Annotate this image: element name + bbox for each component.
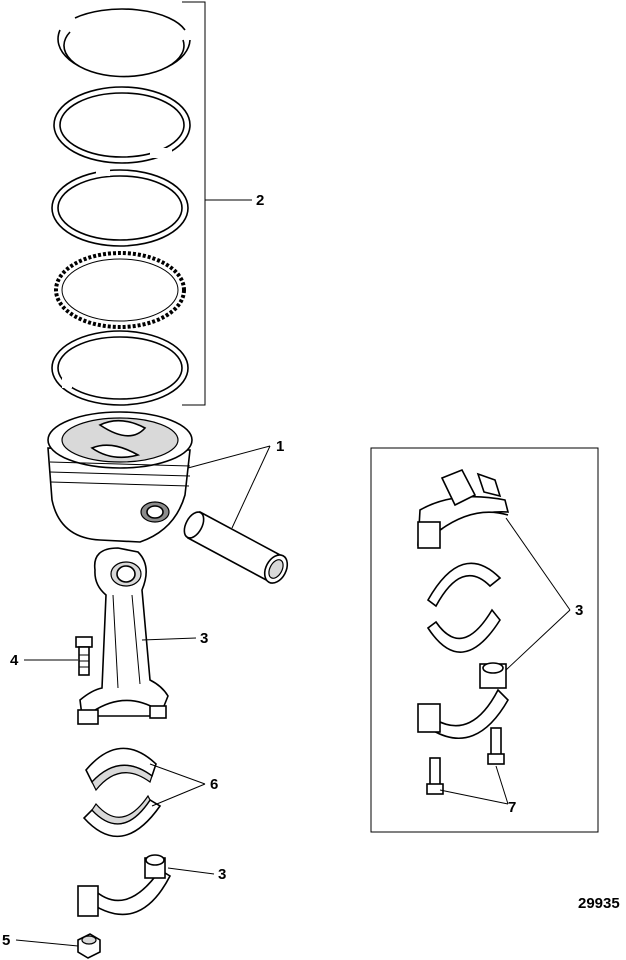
callout-3-rod: 3 <box>200 630 208 647</box>
alt-bearing-upper <box>426 562 502 608</box>
callout-1: 1 <box>276 438 284 455</box>
callout-5-leader <box>15 939 79 947</box>
callout-3-cap: 3 <box>218 866 226 883</box>
figure-number: 29935 <box>578 895 620 912</box>
alt-bearing-lower <box>426 608 501 653</box>
callout-7: 7 <box>508 799 516 816</box>
ring-set-bracket <box>182 1 252 406</box>
callout-6-leaders <box>149 763 206 807</box>
alt-cap-bolt-left <box>426 757 444 795</box>
piston-ring-second <box>53 86 191 164</box>
callout-5: 5 <box>2 932 10 949</box>
callout-2: 2 <box>256 192 264 209</box>
callout-3a-leader <box>141 637 197 641</box>
callout-4: 4 <box>10 652 19 669</box>
piston-ring-third <box>51 166 189 247</box>
callout-3b-leader <box>167 867 215 875</box>
piston <box>47 411 193 543</box>
piston-ring-set <box>51 8 191 406</box>
rod-bearing-upper <box>85 747 157 792</box>
callout-6: 6 <box>210 776 218 793</box>
connecting-rod <box>77 547 169 725</box>
rod-bearing-lower <box>82 794 162 838</box>
alt-cap-bolt-right <box>487 727 505 765</box>
piston-ring-oil-rail <box>51 330 189 406</box>
rod-bolt <box>75 636 93 676</box>
oil-ring-expander <box>54 251 186 329</box>
alternate-view-frame <box>370 447 599 833</box>
alt-rod-big-end <box>417 468 510 549</box>
callout-3-alternate: 3 <box>575 602 583 619</box>
alt-rod-cap <box>417 662 509 739</box>
callout-7-leaders <box>439 765 509 805</box>
callout-3c-leaders <box>505 517 571 671</box>
rod-nut <box>77 933 101 959</box>
connecting-rod-cap <box>77 854 172 917</box>
piston-ring-top <box>57 8 191 78</box>
callout-1-leaders <box>187 445 271 529</box>
piston-pin <box>183 510 289 584</box>
